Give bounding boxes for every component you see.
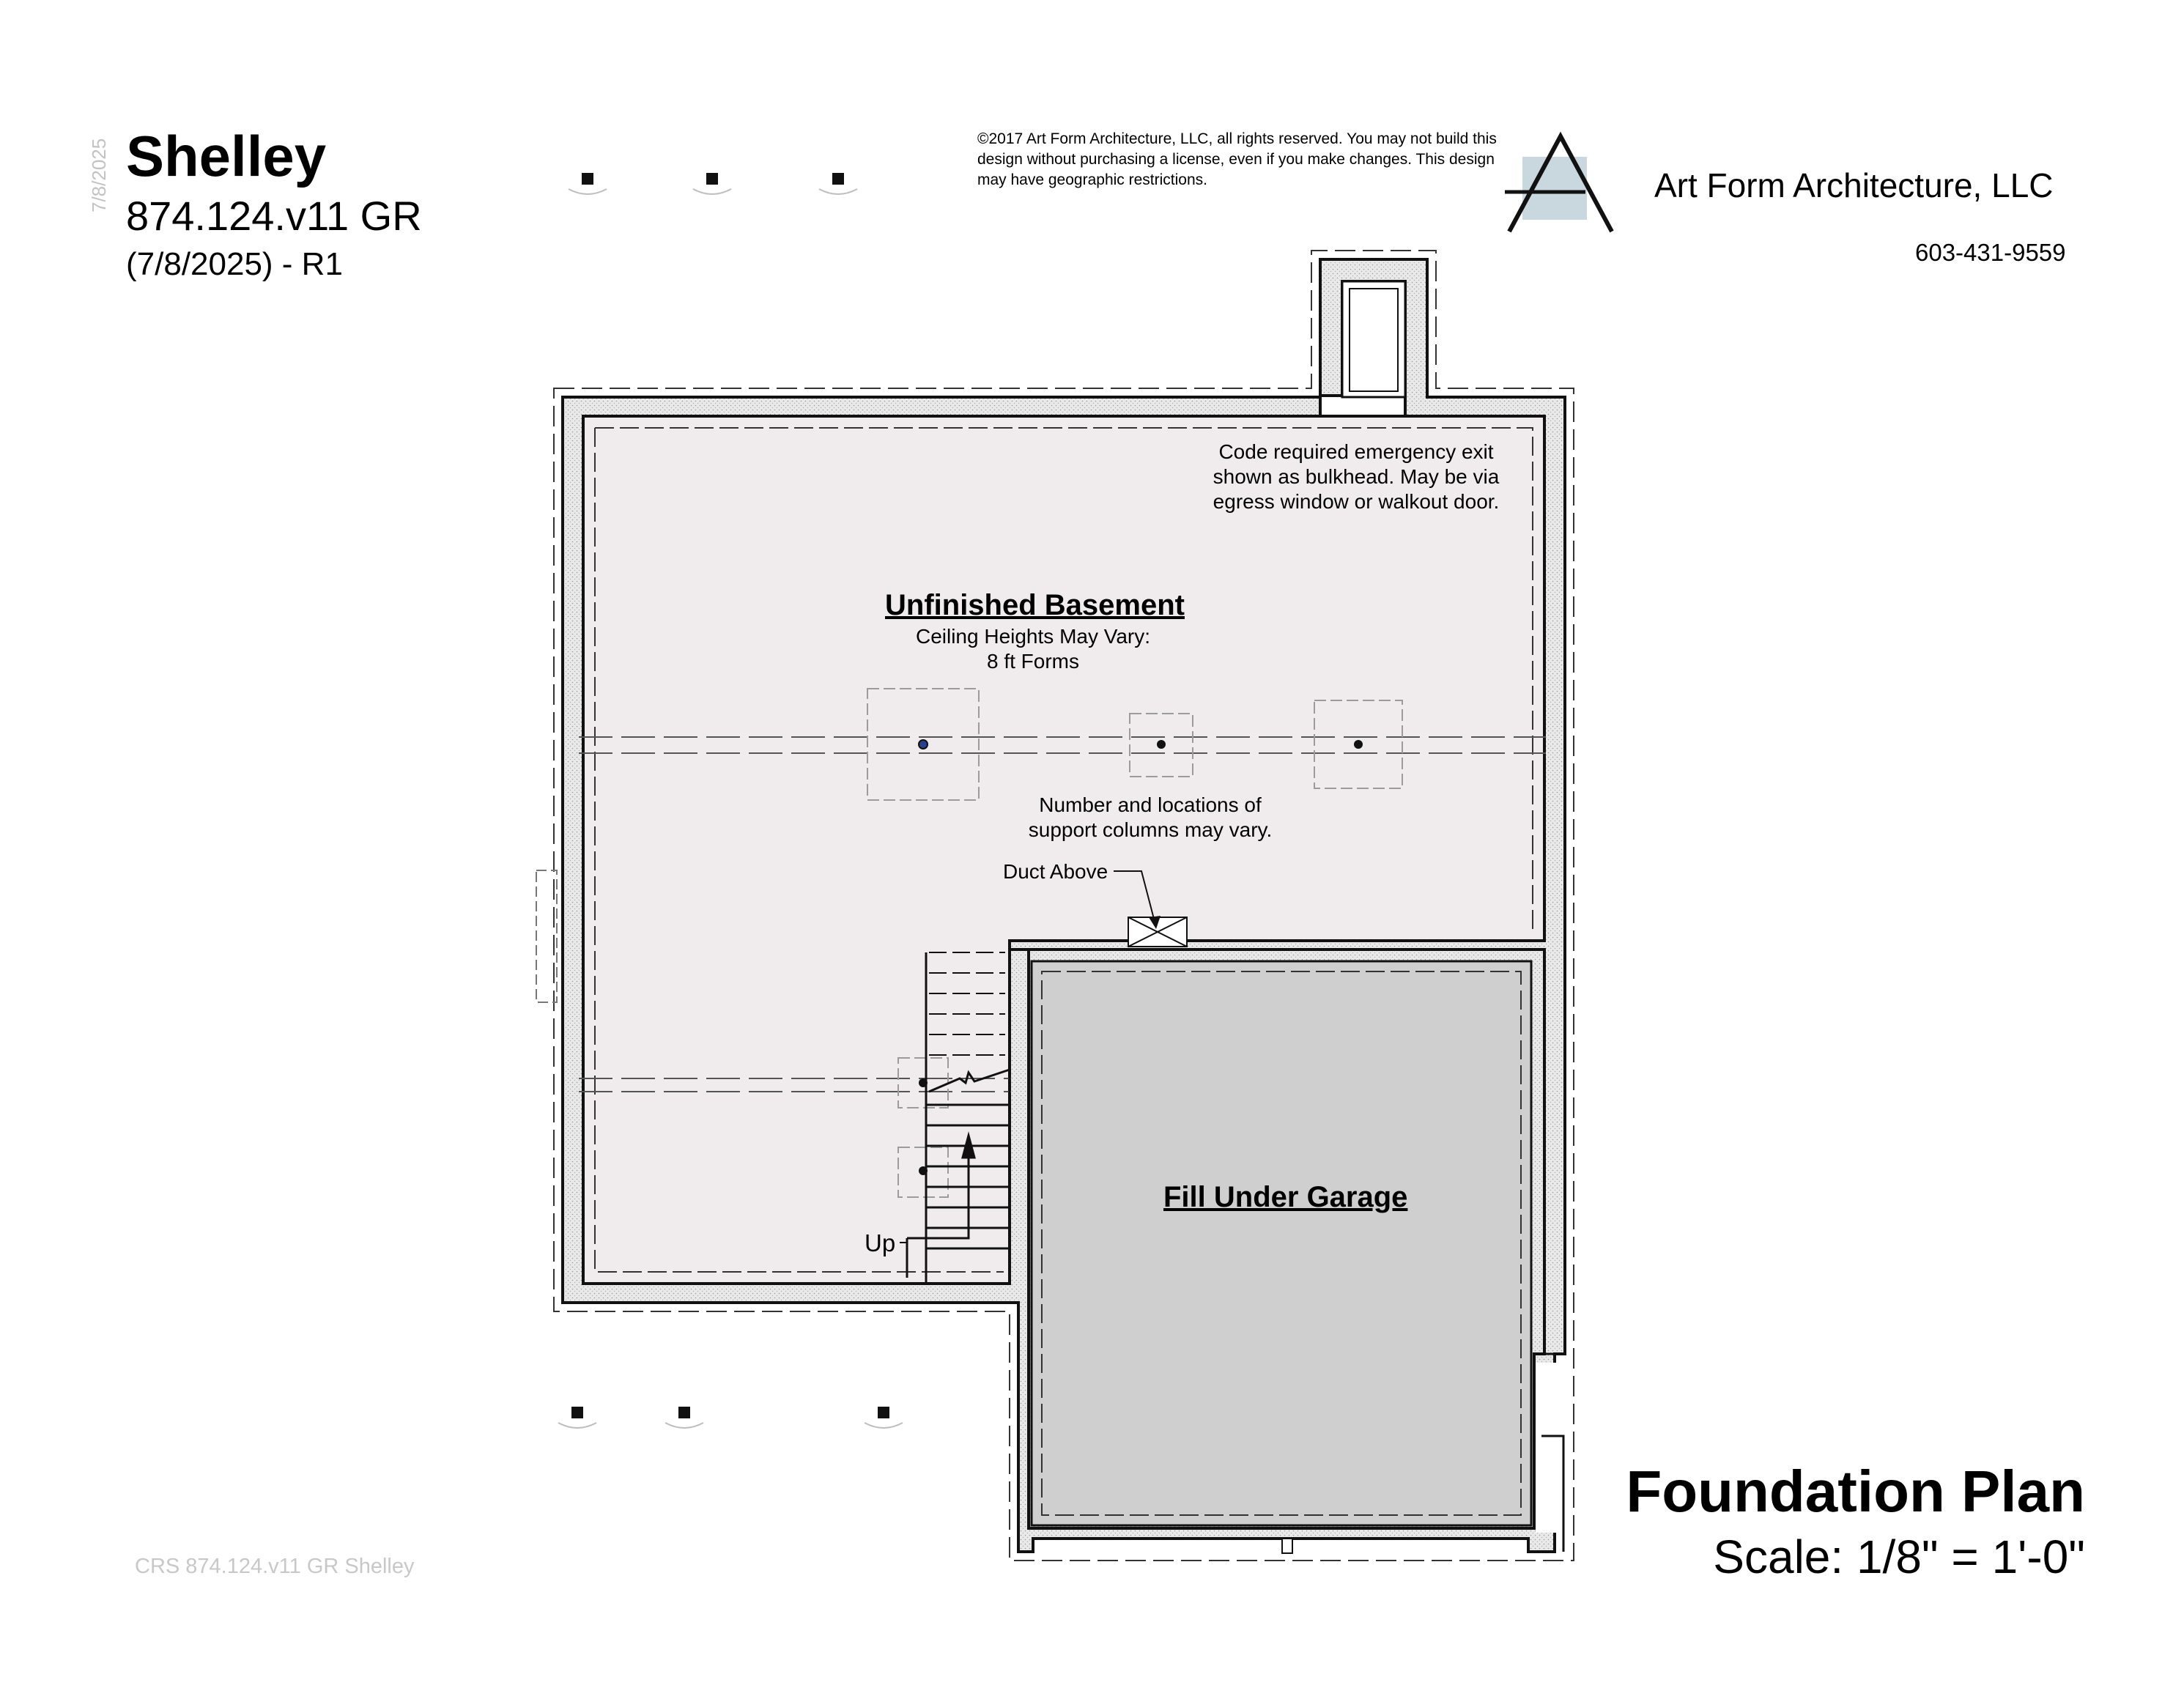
plan-code: 874.124.v11 GR <box>126 193 422 239</box>
garage-title: Fill Under Garage <box>1163 1181 1408 1213</box>
firm-name: Art Form Architecture, LLC <box>1654 166 2054 204</box>
vertical-date-stamp: 7/8/2025 <box>88 138 110 212</box>
duct-label: Duct Above <box>1003 860 1108 883</box>
plan-name: Shelley <box>126 124 327 188</box>
egress-note: Code required emergency exit shown as bu… <box>1213 440 1500 513</box>
firm-phone: 603-431-9559 <box>1915 239 2066 266</box>
basement-ceiling-note: Ceiling Heights May Vary: 8 ft Forms <box>915 625 1151 673</box>
drawing-scale: Scale: 1/8" = 1'-0" <box>1713 1530 2085 1583</box>
art-form-logo-icon <box>1505 131 1614 233</box>
columns-note: Number and locations of support columns … <box>1028 793 1273 841</box>
bulkhead <box>1341 280 1407 399</box>
basement-area <box>583 416 1544 941</box>
footing-outline <box>553 250 1574 1561</box>
site-markers <box>558 173 903 1429</box>
garage-fill-area <box>1030 960 1533 1527</box>
basement-stairs <box>906 952 1011 1285</box>
plan-date: (7/8/2025) - R1 <box>126 246 343 282</box>
footer-reference: CRS 874.124.v11 GR Shelley <box>135 1555 415 1578</box>
stairs-up-label: Up <box>865 1229 896 1256</box>
drawing-title: Foundation Plan <box>1626 1459 2085 1524</box>
copyright-notice: ©2017 Art Form Architecture, LLC, all ri… <box>977 130 1497 188</box>
support-columns <box>867 688 1403 1198</box>
basement-title: Unfinished Basement <box>885 589 1185 621</box>
